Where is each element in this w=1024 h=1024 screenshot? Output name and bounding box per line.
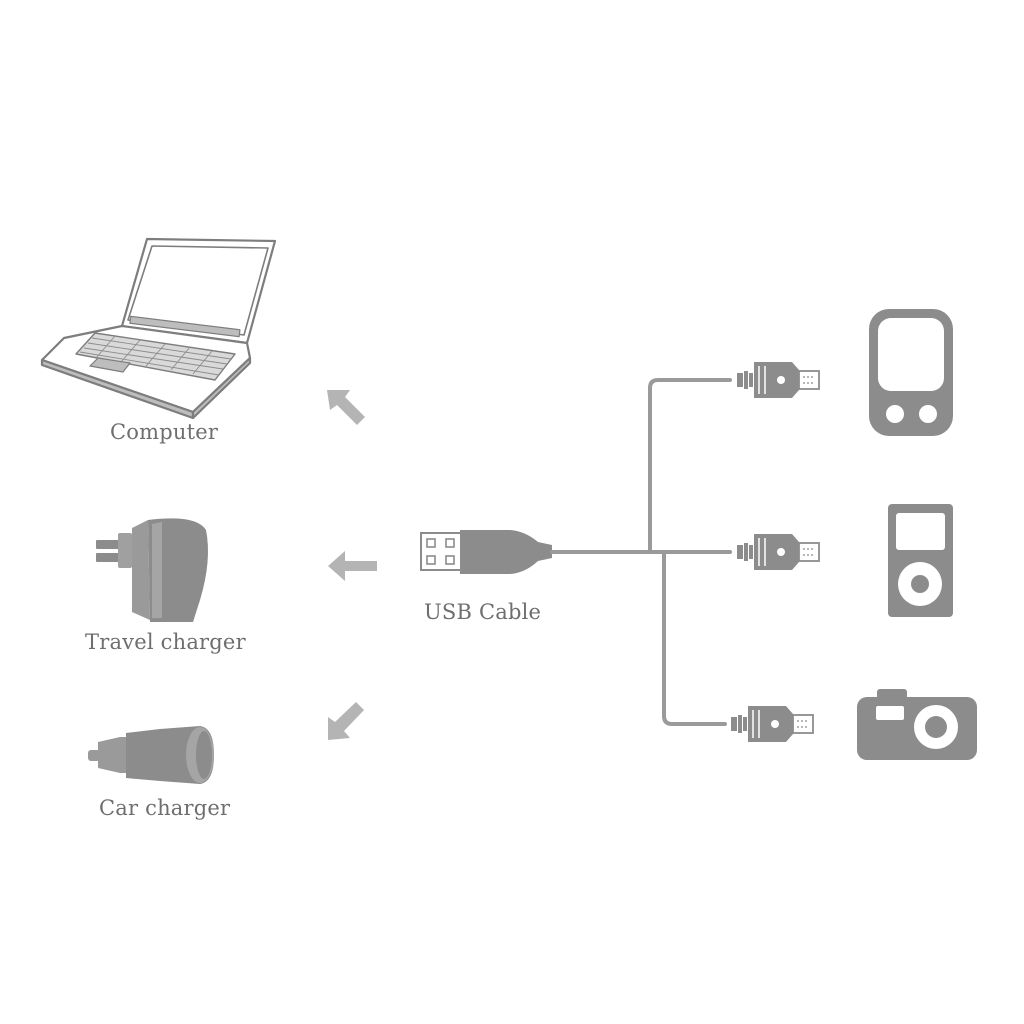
camera-icon [857,689,977,760]
label-car-charger: Car charger [99,796,231,820]
label-travel-charger: Travel charger [85,630,246,654]
usb-cable-lines [550,378,732,726]
wall-plug-icon [96,518,208,622]
mini-usb-plug-middle [736,533,820,571]
arrow-left-icon [328,551,377,581]
mobile-phone-icon [869,309,953,436]
mini-usb-plug-bottom [730,705,814,743]
label-usb-cable: USB Cable [424,600,542,624]
mini-usb-plug-top [736,361,820,399]
arrow-up-left-icon [327,390,365,425]
label-computer: Computer [110,420,219,444]
usb-a-plug-icon [420,530,552,574]
laptop-icon [40,237,277,420]
arrow-down-left-icon [328,702,364,740]
car-charger-icon [88,726,214,784]
mp3-player-icon [888,504,953,617]
